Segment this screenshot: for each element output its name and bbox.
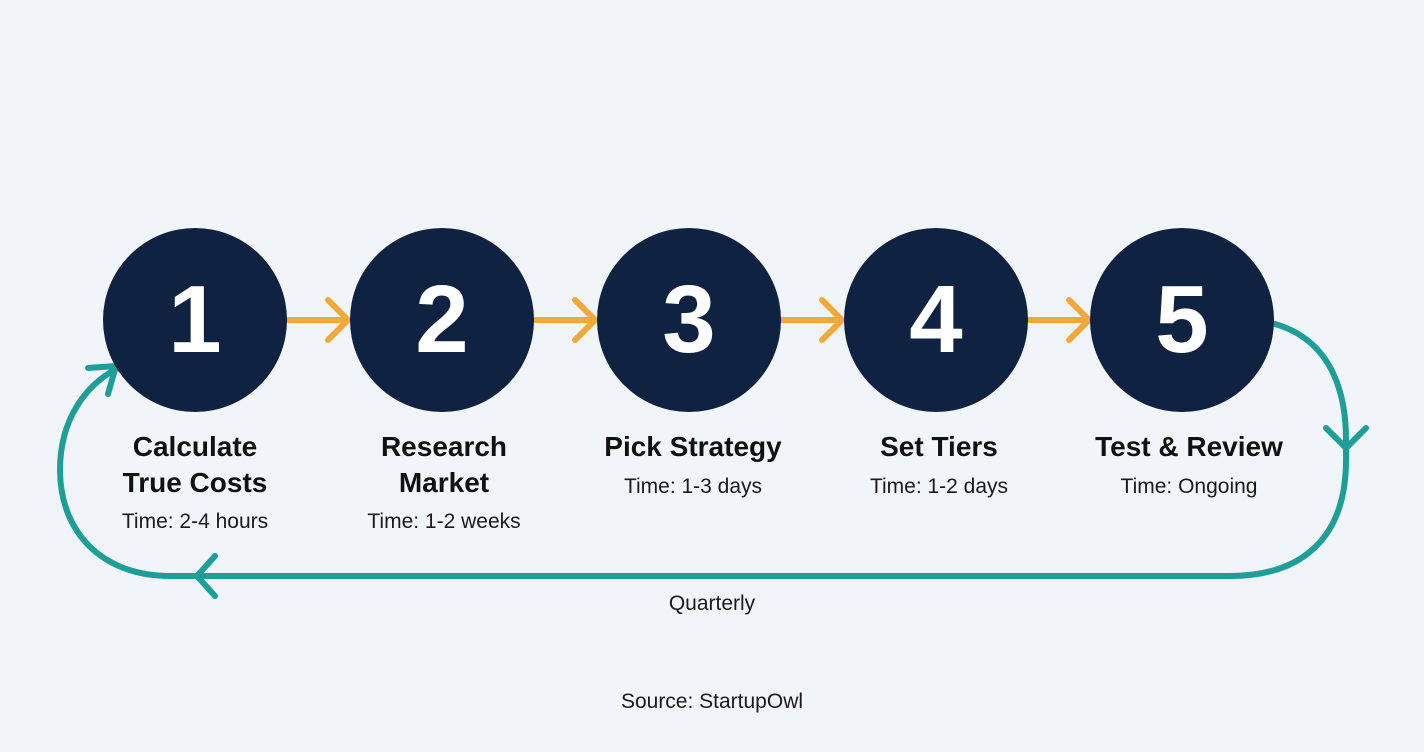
step-1-title: Calculate True Costs <box>65 429 325 501</box>
step-3-title: Pick Strategy <box>604 431 782 462</box>
step-5-title: Test & Review <box>1095 431 1283 462</box>
loop-label: Quarterly <box>668 592 756 615</box>
step-number: 1 <box>168 266 222 373</box>
step-title-line: Research <box>380 431 508 462</box>
step-number: 3 <box>662 266 716 373</box>
step-5-number-badge: 5 <box>1090 228 1274 412</box>
step-2-number-badge: 2 <box>350 228 534 412</box>
step-2-title: Research Market <box>314 429 574 501</box>
step-3-number-badge: 3 <box>597 228 781 412</box>
step-title-line: Calculate <box>132 431 258 462</box>
step-4-number-badge: 4 <box>844 228 1028 412</box>
step-1-number-badge: 1 <box>103 228 287 412</box>
step-1-time: Time: 2-4 hours <box>121 510 269 533</box>
step-number: 5 <box>1155 266 1209 373</box>
source-caption: Source: StartupOwl <box>620 690 804 713</box>
step-2-time: Time: 1-2 weeks <box>367 510 521 533</box>
step-5-time: Time: Ongoing <box>1120 475 1258 498</box>
step-3-time: Time: 1-3 days <box>623 475 763 498</box>
arrow-right-icon <box>285 297 351 343</box>
arrow-right-icon <box>532 297 598 343</box>
step-number: 4 <box>909 266 963 373</box>
arrow-right-icon <box>1026 297 1092 343</box>
arrow-right-icon <box>779 297 845 343</box>
step-4-time: Time: 1-2 days <box>869 475 1009 498</box>
step-title-line: Market <box>398 467 490 498</box>
step-title-line: True Costs <box>122 467 268 498</box>
step-4-title: Set Tiers <box>880 431 998 462</box>
step-number: 2 <box>415 266 469 373</box>
